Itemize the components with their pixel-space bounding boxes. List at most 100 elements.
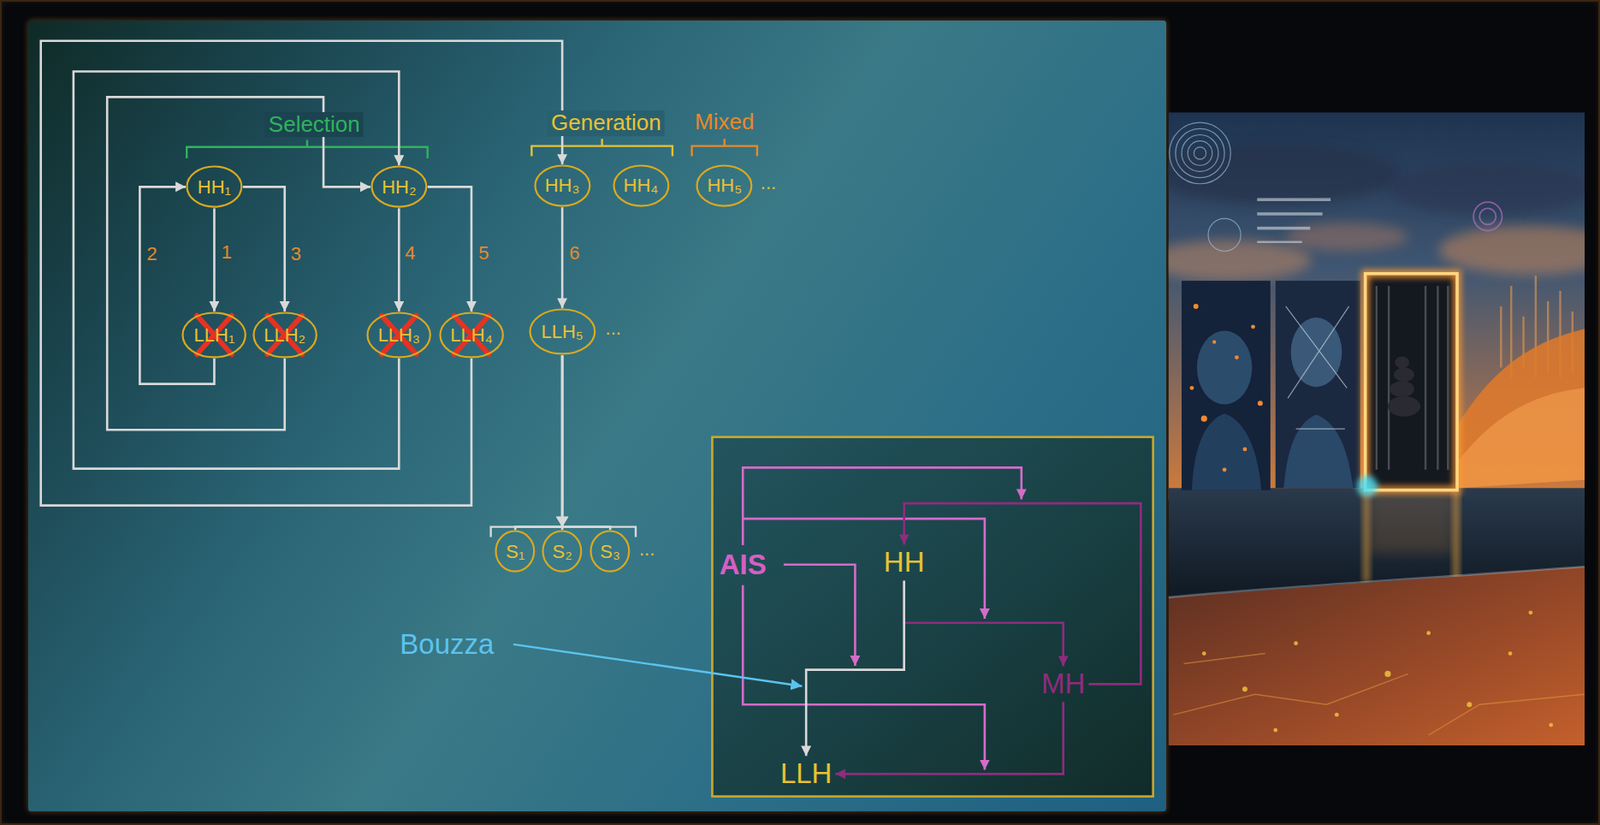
node-text: LLH₃ bbox=[378, 324, 421, 346]
reject-cross bbox=[196, 315, 489, 355]
text-node: HH bbox=[880, 544, 929, 581]
connector bbox=[835, 701, 1063, 774]
connector-line bbox=[139, 186, 214, 384]
llh-ellipse: LLH₂ bbox=[252, 311, 318, 359]
connector-line bbox=[562, 355, 611, 530]
ellipsis: ... bbox=[760, 171, 777, 194]
connector bbox=[41, 41, 563, 506]
connector-line bbox=[515, 355, 563, 530]
connector-line bbox=[41, 41, 563, 506]
callout-number: 2 bbox=[147, 242, 158, 265]
text-node: MH bbox=[1037, 665, 1089, 702]
node-text: AIS bbox=[719, 548, 767, 581]
connector-line bbox=[427, 186, 472, 312]
ellipse-border bbox=[613, 165, 669, 207]
ellipse-border bbox=[367, 312, 431, 357]
connector bbox=[398, 207, 400, 312]
connector bbox=[213, 207, 215, 312]
connector bbox=[904, 580, 1064, 666]
ellipse-border bbox=[253, 312, 316, 357]
connector bbox=[805, 580, 904, 756]
hh-ellipse: HH₄ bbox=[612, 164, 670, 208]
connector bbox=[242, 186, 285, 312]
text-node: AIS bbox=[716, 546, 771, 583]
ellipse-border bbox=[591, 531, 630, 572]
arrow-head bbox=[556, 516, 569, 528]
connector-line bbox=[73, 71, 399, 469]
ellipse-border bbox=[439, 312, 503, 357]
node-text: LLH bbox=[780, 757, 833, 790]
ellipse-border bbox=[529, 309, 595, 355]
s-ellipse: S₃ bbox=[589, 529, 631, 573]
node-text: HH₅ bbox=[706, 174, 742, 196]
connector bbox=[515, 355, 569, 530]
connector bbox=[73, 71, 399, 469]
llh-ellipse: LLH₅ bbox=[528, 308, 597, 356]
group-label: Mixed bbox=[694, 109, 754, 136]
node-text: HH₂ bbox=[381, 176, 416, 198]
ellipsis: ... bbox=[605, 318, 622, 340]
arrow-head bbox=[556, 516, 569, 528]
connector-line bbox=[213, 207, 216, 312]
callout-label: Bouzza bbox=[399, 628, 494, 661]
connector bbox=[556, 355, 611, 530]
connector-line bbox=[106, 96, 371, 430]
hh-ellipse: HH₃ bbox=[533, 164, 592, 208]
hh-ellipse: HH₂ bbox=[370, 165, 428, 208]
callout-number: 4 bbox=[404, 242, 415, 264]
leader-line bbox=[513, 644, 803, 687]
connector-line bbox=[805, 580, 904, 756]
connector bbox=[427, 186, 472, 312]
ellipsis: ... bbox=[639, 538, 655, 560]
connector-line bbox=[835, 701, 1063, 774]
connector bbox=[106, 96, 371, 430]
callout-number: 3 bbox=[290, 242, 302, 265]
arrow-head bbox=[556, 516, 569, 528]
connector-line bbox=[904, 580, 1064, 666]
influence-arrows bbox=[742, 467, 1022, 770]
node-text: S₂ bbox=[552, 540, 573, 563]
ellipse-border bbox=[371, 166, 427, 208]
node-text: HH₄ bbox=[623, 174, 659, 196]
callout-number: 5 bbox=[478, 242, 489, 264]
ellipse-border bbox=[187, 166, 243, 208]
node-text: LLH₄ bbox=[450, 324, 492, 346]
llh-ellipse: LLH₄ bbox=[438, 311, 504, 359]
llh-ellipse: LLH₁ bbox=[181, 311, 247, 359]
llh-ellipse: LLH₃ bbox=[366, 311, 432, 359]
connector bbox=[562, 207, 563, 309]
connector-line bbox=[242, 186, 285, 312]
group-label: Generation bbox=[547, 110, 665, 137]
callout-number: 6 bbox=[568, 242, 580, 264]
connector bbox=[904, 503, 1142, 684]
group-label: Selection bbox=[265, 112, 364, 138]
node-text: HH₁ bbox=[197, 176, 232, 198]
node-text: LLH₂ bbox=[263, 324, 306, 346]
hh-ellipse: HH₁ bbox=[185, 165, 243, 208]
ellipse-border bbox=[543, 531, 582, 572]
s-ellipse: S₁ bbox=[494, 529, 536, 573]
node-text: LLH₁ bbox=[194, 324, 236, 346]
illustration-scene bbox=[1168, 112, 1586, 746]
connector-line bbox=[561, 207, 564, 309]
node-text: HH bbox=[883, 545, 925, 579]
node-text: S₃ bbox=[599, 540, 621, 563]
ellipse-border bbox=[496, 531, 535, 572]
connector bbox=[139, 186, 214, 384]
node-text: MH bbox=[1041, 667, 1085, 700]
node-text: LLH₅ bbox=[541, 320, 584, 343]
connector-line bbox=[904, 503, 1142, 684]
text-node: LLH bbox=[776, 755, 836, 792]
node-text: HH₃ bbox=[545, 174, 581, 196]
s-ellipse: S₂ bbox=[541, 529, 583, 573]
hh-ellipse: HH₅ bbox=[695, 164, 753, 208]
region-box bbox=[711, 437, 1153, 797]
callout-number: 1 bbox=[221, 241, 232, 263]
connector-line bbox=[397, 207, 401, 312]
node-text: S₁ bbox=[505, 540, 525, 563]
ellipse-border bbox=[697, 165, 753, 207]
ellipse-border bbox=[183, 312, 246, 357]
